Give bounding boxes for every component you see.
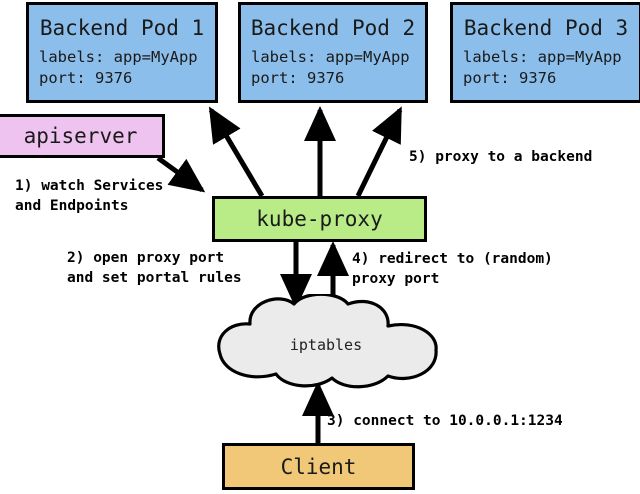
backend-pod-2-labels: labels: app=MyApp [251,48,410,66]
kube-proxy-node[interactable]: kube-proxy [212,196,427,242]
client-node[interactable]: Client [222,443,415,490]
backend-pod-2-title: Backend Pod 2 [250,16,416,40]
apiserver-title: apiserver [23,124,138,148]
arrow-kubeproxy-to-pod-3 [355,106,403,198]
step-5-label: 5) proxy to a backend [409,149,593,165]
backend-pod-2-port: port: 9376 [251,69,345,87]
backend-pod-1-title: Backend Pod 1 [39,16,205,40]
backend-pod-3-port: port: 9376 [463,69,557,87]
backend-pod-3-labels: labels: app=MyApp [463,48,622,66]
step-2-label: 2) open proxy port and set portal rules [67,250,242,286]
iptables-cloud-shape [217,294,438,389]
backend-pod-3[interactable]: Backend Pod 3 labels: app=MyApp port: 93… [450,2,640,103]
client-title: Client [280,454,357,479]
step-4-label: 4) redirect to (random) proxy port [352,251,553,287]
step-3-label: 3) connect to 10.0.0.1:1234 [327,413,563,429]
apiserver-node[interactable]: apiserver [0,114,165,158]
backend-pod-1[interactable]: Backend Pod 1 labels: app=MyApp port: 93… [26,2,218,103]
backend-pod-3-title: Backend Pod 3 [463,16,629,40]
step-1-label: 1) watch Services and Endpoints [15,178,164,214]
backend-pod-1-port: port: 9376 [39,69,133,87]
iptables-label: iptables [289,336,363,354]
arrow-kubeproxy-to-pod-1 [208,106,265,198]
arrow-apiserver-to-kubeproxy [156,155,206,193]
kube-proxy-title: kube-proxy [256,207,383,231]
backend-pod-1-labels: labels: app=MyApp [39,48,198,66]
backend-pod-2[interactable]: Backend Pod 2 labels: app=MyApp port: 93… [238,2,428,103]
